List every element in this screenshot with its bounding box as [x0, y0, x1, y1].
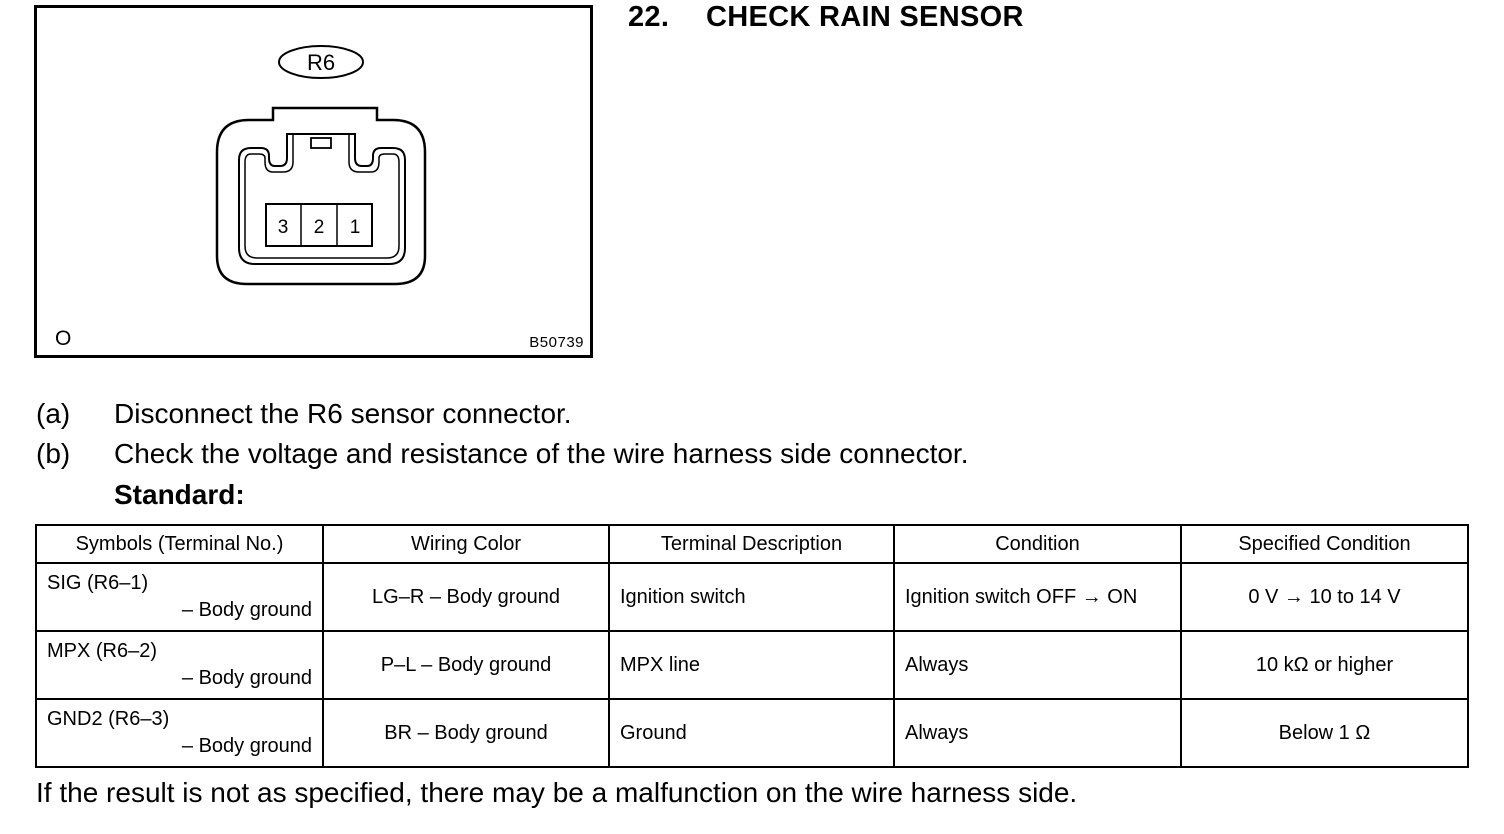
- symbol-cell: MPX (R6–2) – Body ground: [35, 630, 324, 700]
- symbol-ground: – Body ground: [181, 667, 312, 689]
- condition-cell: Always: [893, 630, 1182, 700]
- footer-note: If the result is not as specified, there…: [36, 777, 1078, 808]
- instruction-a: (a) Disconnect the R6 sensor connector.: [36, 398, 572, 430]
- condition-cell: Ignition switch OFF → ON: [893, 562, 1182, 632]
- wiring-color-cell: P–L – Body ground: [322, 630, 610, 700]
- col-header-condition: Condition: [893, 524, 1182, 564]
- symbol-ground: – Body ground: [181, 599, 312, 621]
- table-header-row: Symbols (Terminal No.) Wiring Color Term…: [35, 524, 1469, 564]
- standard-table: Symbols (Terminal No.) Wiring Color Term…: [35, 524, 1469, 768]
- symbol-ground: – Body ground: [181, 735, 312, 757]
- specified-condition-cell: 10 kΩ or higher: [1180, 630, 1469, 700]
- symbol-terminal: MPX (R6–2): [47, 640, 158, 662]
- table-row: MPX (R6–2) – Body ground P–L – Body grou…: [35, 630, 1469, 700]
- specified-condition-cell: Below 1 Ω: [1180, 698, 1469, 768]
- symbol-terminal: GND2 (R6–3): [47, 708, 170, 730]
- wiring-color-cell: BR – Body ground: [322, 698, 610, 768]
- col-header-symbols: Symbols (Terminal No.): [35, 524, 324, 564]
- instruction-text: Check the voltage and resistance of the …: [114, 438, 969, 469]
- instruction-b: (b) Check the voltage and resistance of t…: [36, 438, 969, 470]
- terminal-description-cell: Ground: [608, 698, 895, 768]
- col-header-wiring-color: Wiring Color: [322, 524, 610, 564]
- col-header-specified-condition: Specified Condition: [1180, 524, 1469, 564]
- terminal-description-cell: MPX line: [608, 630, 895, 700]
- instruction-text: Disconnect the R6 sensor connector.: [114, 398, 572, 429]
- step-heading: 22. CHECK RAIN SENSOR: [628, 1, 1024, 34]
- instruction-marker: (a): [36, 398, 71, 429]
- standard-label: Standard:: [114, 479, 245, 510]
- connector-label: R6: [307, 50, 335, 75]
- symbol-cell: GND2 (R6–3) – Body ground: [35, 698, 324, 768]
- connector-figure: R6 3 2 1 O B50739: [34, 5, 593, 358]
- symbol-terminal: SIG (R6–1): [47, 572, 149, 594]
- pin-3-label: 3: [278, 217, 289, 238]
- step-number: 22.: [628, 1, 670, 33]
- table-row: GND2 (R6–3) – Body ground BR – Body grou…: [35, 698, 1469, 768]
- wiring-color-cell: LG–R – Body ground: [322, 562, 610, 632]
- condition-cell: Always: [893, 698, 1182, 768]
- pin-1-label: 1: [350, 217, 361, 238]
- step-title: CHECK RAIN SENSOR: [706, 1, 1024, 33]
- pin-2-label: 2: [314, 217, 325, 238]
- symbol-cell: SIG (R6–1) – Body ground: [35, 562, 324, 632]
- table-row: SIG (R6–1) – Body ground LG–R – Body gro…: [35, 562, 1469, 632]
- connector-diagram: R6 3 2 1: [215, 45, 427, 286]
- figure-code: B50739: [529, 334, 584, 351]
- figure-corner-mark: O: [55, 327, 72, 350]
- instruction-marker: (b): [36, 438, 71, 469]
- col-header-terminal-description: Terminal Description: [608, 524, 895, 564]
- specified-condition-cell: 0 V → 10 to 14 V: [1180, 562, 1469, 632]
- terminal-description-cell: Ignition switch: [608, 562, 895, 632]
